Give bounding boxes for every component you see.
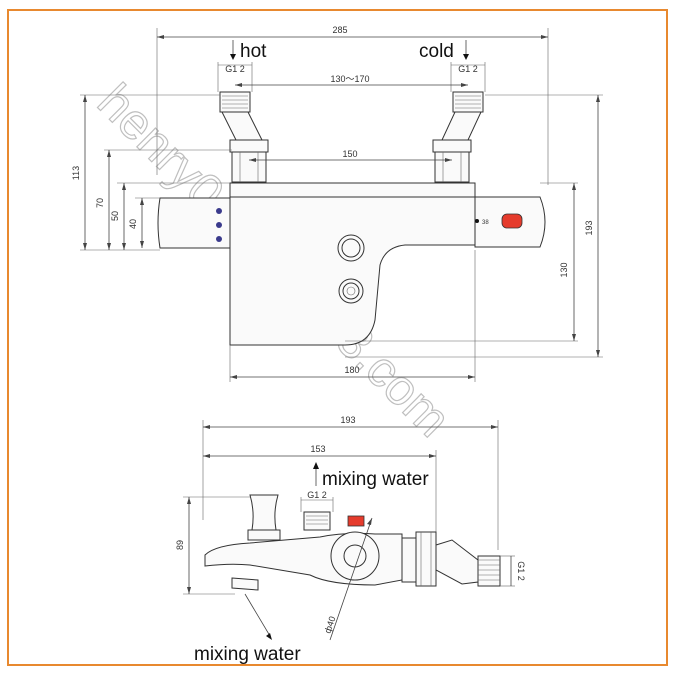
- dim-70: 70: [95, 149, 232, 250]
- svg-text:50: 50: [110, 211, 120, 221]
- svg-text:153: 153: [310, 444, 325, 454]
- thread-labels-top: G1 2 G1 2: [217, 62, 486, 92]
- mixing-water-top-group: mixing water: [313, 462, 429, 490]
- mixer-body-front: 38: [157, 182, 546, 346]
- dim-inlet-span: 130～170: [235, 74, 468, 87]
- svg-text:G1 2: G1 2: [458, 64, 478, 74]
- dim-180: 180: [229, 250, 476, 382]
- hot-label: hot: [240, 41, 267, 62]
- svg-text:130: 130: [559, 262, 569, 277]
- indicator-dot: [216, 236, 222, 242]
- svg-text:285: 285: [332, 25, 347, 35]
- svg-text:150: 150: [342, 149, 357, 159]
- svg-text:113: 113: [71, 166, 81, 180]
- mixing-water-bottom-group: mixing water: [194, 593, 301, 665]
- svg-text:193: 193: [584, 220, 594, 235]
- svg-text:130～170: 130～170: [330, 74, 369, 84]
- hot-inlet-fitting: [219, 91, 269, 183]
- mixer-body-side: [204, 494, 501, 591]
- indicator-dot: [216, 208, 222, 214]
- svg-text:180: 180: [344, 365, 359, 375]
- svg-text:40: 40: [128, 219, 138, 229]
- dim-130-vertical: 130: [345, 182, 578, 342]
- svg-text:38: 38: [482, 220, 489, 226]
- indicator-dot: [216, 222, 222, 228]
- cold-inlet-fitting: [432, 91, 484, 183]
- dim-side-193: 193: [202, 415, 499, 550]
- svg-text:G1 2: G1 2: [516, 561, 526, 581]
- svg-text:G1 2: G1 2: [225, 64, 245, 74]
- svg-text:89: 89: [175, 540, 185, 550]
- svg-text:193: 193: [340, 415, 355, 425]
- red-knob-marker-side: [347, 515, 365, 527]
- thread-label-mid: G1 2: [300, 490, 334, 512]
- dim-193-vertical: 193: [345, 94, 603, 358]
- dim-113: 113: [71, 94, 220, 251]
- cold-label: cold: [419, 41, 454, 62]
- dim-40: 40: [128, 197, 160, 248]
- dim-overall-width: 285: [156, 25, 549, 185]
- mark-dot: [475, 219, 479, 223]
- hot-label-group: hot: [230, 40, 267, 62]
- dim-diameter-40: ф40: [322, 517, 373, 641]
- dim-50: 50: [110, 182, 230, 250]
- mixing-water-top-label: mixing water: [322, 469, 429, 490]
- dim-side-153: 153: [203, 444, 437, 535]
- svg-text:70: 70: [95, 198, 105, 208]
- cold-label-group: cold: [419, 40, 469, 62]
- dim-side-89: 89: [175, 496, 255, 595]
- svg-text:G1 2: G1 2: [307, 490, 327, 500]
- mixing-water-bottom-label: mixing water: [194, 644, 301, 665]
- drawing-frame: [7, 9, 668, 666]
- red-knob-marker: [501, 213, 523, 229]
- dim-center-span: 150: [249, 149, 452, 162]
- thread-label-side: G1 2: [500, 555, 526, 587]
